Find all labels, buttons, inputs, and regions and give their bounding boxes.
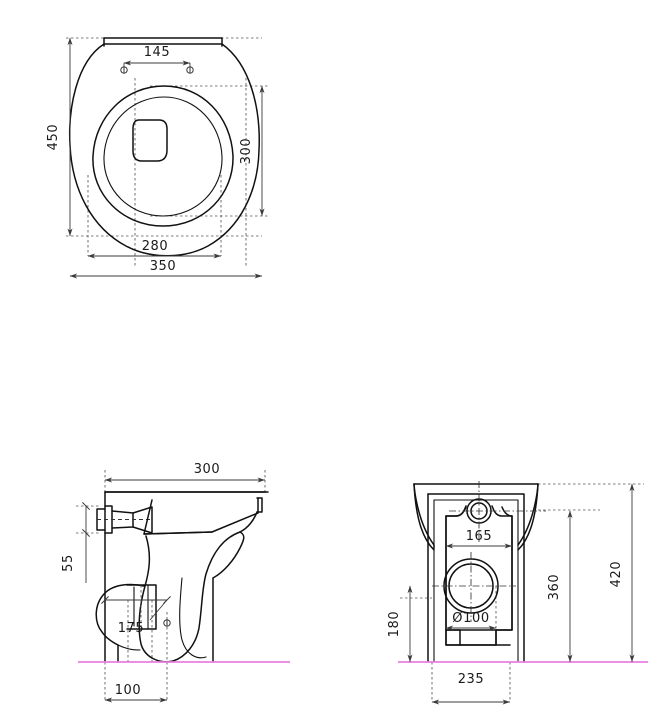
dimension-bowl-width-280: 280 [87,239,222,259]
dimension-label-165: 165 [466,529,493,544]
dimension-label-360: 360 [547,574,562,601]
side-fixing-hole [163,619,171,627]
dimension-overall-height-420: 420 [609,483,635,663]
dimension-label-300: 300 [239,138,254,165]
dimension-foot-offset-100: 100 [104,683,168,703]
dimension-label-350: 350 [150,259,177,274]
side-body-profile [138,531,241,663]
top-view-extension-lines [66,37,268,268]
dimension-projection-300: 300 [104,462,266,483]
dimension-outlet-diameter: Ø100 [445,611,497,631]
dimension-label-145: 145 [144,45,171,60]
seat-outer-outline [68,43,260,257]
dimension-label-diameter-100: Ø100 [452,611,489,626]
dimension-label-55: 55 [61,554,76,572]
dimension-inner-width-165: 165 [445,529,513,549]
dimension-label-175: 175 [118,621,145,636]
dimension-label-300-projection: 300 [194,462,221,477]
side-flush-stub [126,584,157,630]
dimension-bowl-depth-300: 300 [239,85,265,217]
side-inlet-spigot [96,505,153,534]
bolt-hole-right [186,66,194,74]
center-aperture [132,119,168,162]
side-view-group: 300 55 175 100 [61,462,290,703]
dimension-trap-offset-175: 175 [101,596,171,636]
dimension-inlet-height-55: 55 [61,502,100,583]
dimension-base-width-235: 235 [431,672,511,705]
dimension-label-100: 100 [115,683,142,698]
side-trap-outlet [95,583,145,663]
bolt-hole-left [120,66,128,74]
bowl-rim-outline [92,85,234,227]
dimension-label-450: 450 [46,124,61,151]
dimension-label-420: 420 [609,561,624,588]
side-rim-channel [143,497,259,535]
dimension-label-235: 235 [458,672,485,687]
rear-pedestal-outer [427,493,525,663]
rear-top-boss [449,481,546,543]
side-wall-plane [104,491,266,663]
seat-rear-edge [103,37,223,47]
side-pedestal [212,497,263,663]
dimension-bolt-centres-145: 145 [123,45,191,67]
bowl-inner-contour [103,96,223,217]
dimension-body-height-360: 360 [547,510,573,663]
rear-view-group: 165 Ø100 180 360 420 [387,481,648,705]
dimension-label-280: 280 [142,239,169,254]
dimension-label-180: 180 [387,611,402,638]
dimension-overall-depth-450: 450 [46,37,73,237]
rear-waste-outlet [432,552,516,622]
rear-view-extension-lines [400,483,644,702]
rear-pedestal-inner [433,499,519,663]
top-view-group: 145 450 300 280 350 [46,37,268,279]
dimension-outlet-height-180: 180 [387,585,413,663]
dimension-overall-width-350: 350 [69,259,263,279]
